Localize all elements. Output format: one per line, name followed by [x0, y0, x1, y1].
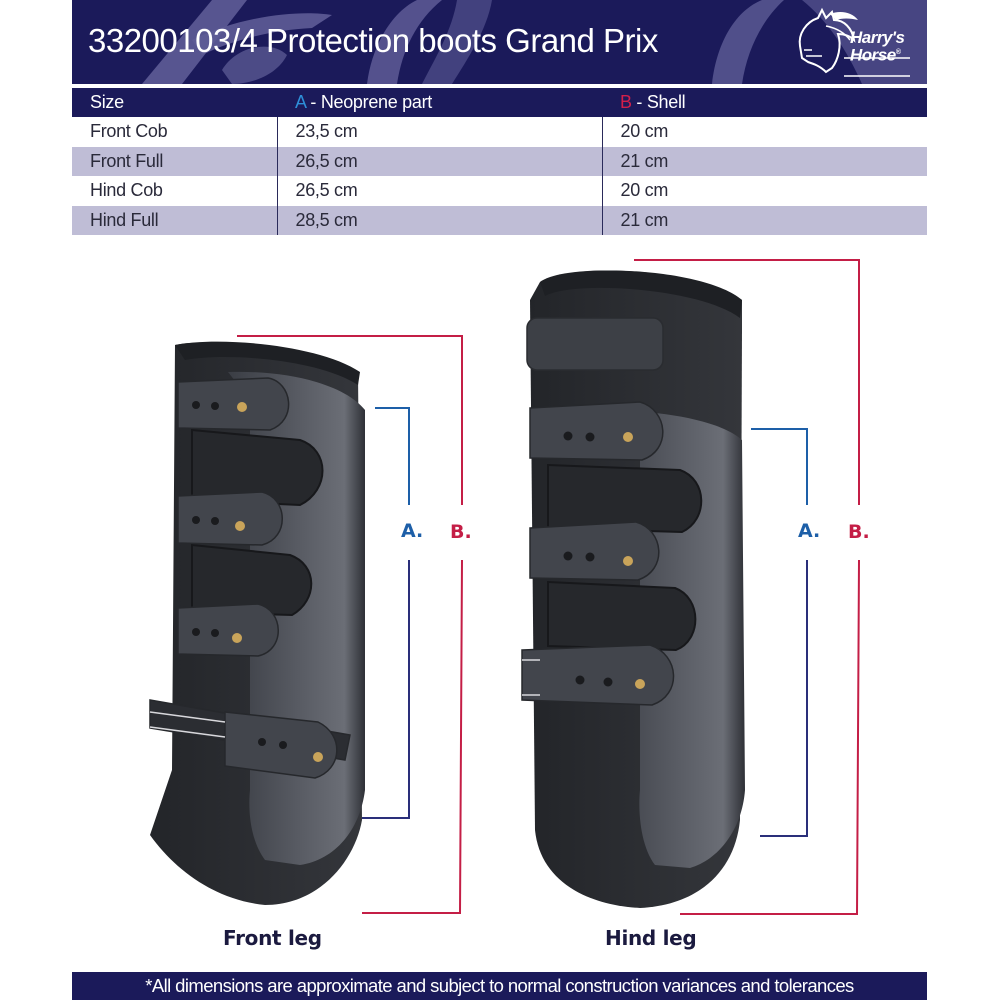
hind-leg-caption: Hind leg	[605, 926, 697, 950]
cell-neoprene: 26,5 cm	[276, 146, 602, 176]
front-leg-caption: Front leg	[223, 926, 322, 950]
header-divider	[72, 84, 927, 87]
brand-wordmark: Harry's Horse®	[850, 28, 905, 65]
front-dimension-a-bracket	[362, 407, 410, 819]
brass-studs	[623, 432, 645, 689]
cell-neoprene: 28,5 cm	[276, 205, 602, 235]
brand-line-2: Horse®	[850, 45, 901, 65]
boot-diagram: A. B. A. B. Front leg Hind leg	[0, 240, 1000, 960]
page-title: 33200103/4 Protection boots Grand Prix	[88, 22, 658, 59]
cell-size: Front Cob	[90, 121, 168, 142]
table-row: Front Full 26,5 cm 21 cm	[72, 146, 927, 176]
table-row: Hind Full 28,5 cm 21 cm	[72, 205, 927, 235]
front-label-a: A.	[401, 520, 424, 542]
size-chart-table: Size A - Neoprene part B - Shell Front C…	[72, 88, 927, 235]
shell-label: - Shell	[631, 92, 686, 112]
header-banner: 33200103/4 Protection boots Grand Prix H…	[72, 0, 927, 84]
cell-neoprene: 23,5 cm	[276, 117, 602, 147]
hind-boot-image	[521, 270, 745, 908]
column-header-neoprene: A - Neoprene part	[277, 88, 602, 117]
horse-head-logo-icon	[798, 7, 910, 77]
letter-b: B	[620, 92, 632, 112]
hind-label-a: A.	[798, 520, 821, 542]
front-dimension-b-bracket	[237, 335, 463, 914]
brass-studs	[232, 402, 323, 762]
column-header-shell: B - Shell	[602, 88, 927, 117]
letter-a: A	[295, 92, 306, 112]
cell-shell: 21 cm	[601, 205, 927, 235]
front-label-b: B.	[450, 521, 472, 543]
front-boot-image	[149, 341, 365, 906]
cell-shell: 20 cm	[601, 176, 927, 206]
cell-shell: 20 cm	[601, 117, 927, 147]
cell-shell: 21 cm	[601, 146, 927, 176]
cell-neoprene: 26,5 cm	[276, 176, 602, 206]
boot-illustration-svg	[149, 259, 860, 915]
cell-size: Hind Cob	[90, 180, 163, 201]
brand-line-1: Harry's	[850, 28, 905, 47]
disclaimer-footer: *All dimensions are approximate and subj…	[72, 972, 927, 1000]
table-header-row: Size A - Neoprene part B - Shell	[72, 88, 927, 117]
table-row: Front Cob 23,5 cm 20 cm	[72, 117, 927, 147]
cell-size: Hind Full	[72, 205, 277, 235]
decorative-swoosh-graphic	[142, 0, 927, 84]
hind-dimension-a-bracket	[751, 428, 808, 837]
column-header-size: Size	[72, 88, 277, 117]
cell-size: Front Full	[72, 146, 277, 176]
hind-label-b: B.	[848, 521, 870, 543]
hind-dimension-b-bracket	[634, 259, 860, 915]
neoprene-label: - Neoprene part	[305, 92, 432, 112]
table-row: Hind Cob 26,5 cm 20 cm	[72, 176, 927, 206]
